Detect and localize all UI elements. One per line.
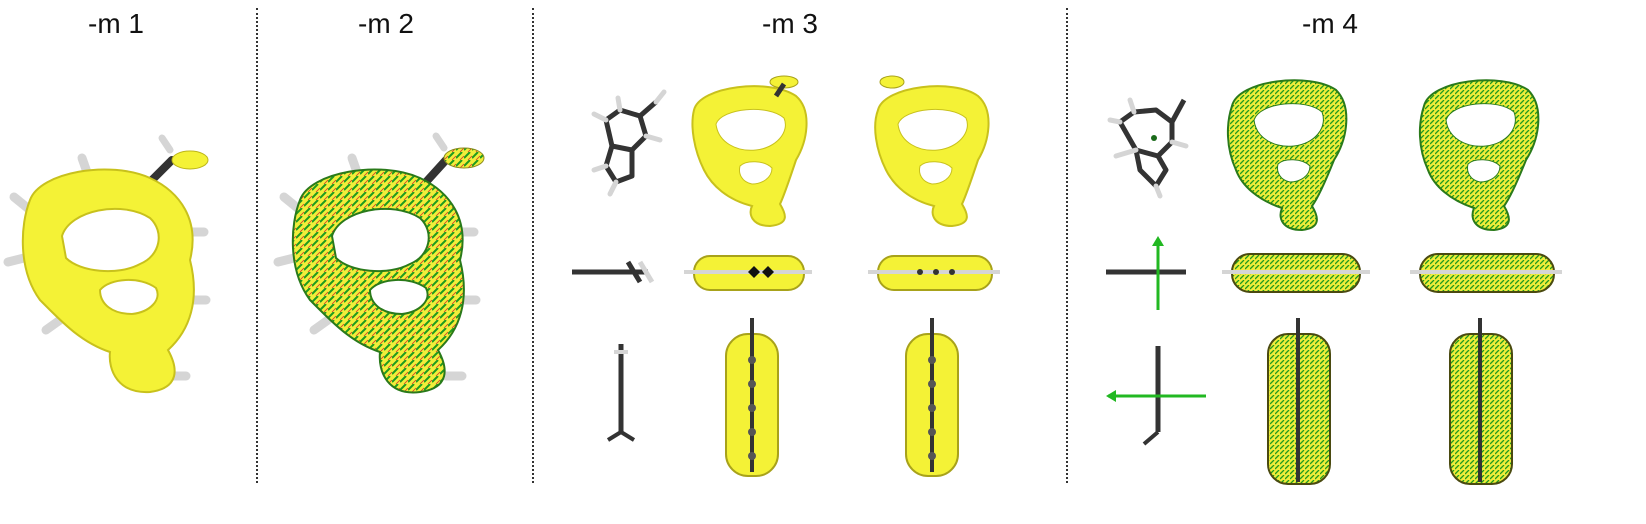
isosurface-m1 bbox=[3, 134, 211, 394]
molecule-skeleton-edge-m3 bbox=[606, 344, 636, 442]
vector-surface-edge-b-m4 bbox=[1449, 318, 1513, 485]
molecule-skeleton-edge-m4 bbox=[1106, 346, 1206, 446]
divider-1 bbox=[256, 8, 258, 483]
molecule-skeleton-side-m3 bbox=[572, 260, 655, 284]
divider-2 bbox=[532, 8, 534, 483]
isosurface-top-b-m3 bbox=[874, 75, 990, 228]
molecule-skeleton-top-m3 bbox=[591, 89, 667, 197]
vector-surface-top-b-m4 bbox=[1418, 79, 1540, 232]
isosurface-edge-b-m3 bbox=[905, 318, 959, 477]
molecule-skeleton-top-m4 bbox=[1107, 97, 1189, 199]
divider-3 bbox=[1066, 8, 1068, 483]
panel-title-m4: -m 4 bbox=[1302, 8, 1358, 39]
vector-surface-m2 bbox=[273, 132, 485, 394]
vector-surface-side-b-m4 bbox=[1410, 253, 1562, 293]
isosurface-edge-a-m3 bbox=[725, 318, 779, 477]
isosurface-top-a-m3 bbox=[691, 75, 808, 228]
isosurface-side-b-m3 bbox=[868, 255, 1000, 291]
panel-title-m1: -m 1 bbox=[88, 8, 144, 39]
molecule-skeleton-side-m4 bbox=[1106, 236, 1186, 310]
vector-surface-top-a-m4 bbox=[1226, 79, 1348, 232]
panel-title-m3: -m 3 bbox=[762, 8, 818, 39]
vector-surface-side-a-m4 bbox=[1222, 253, 1370, 293]
isosurface-side-a-m3 bbox=[684, 255, 812, 291]
panel-title-m2: -m 2 bbox=[358, 8, 414, 39]
vector-surface-edge-a-m4 bbox=[1267, 318, 1331, 485]
